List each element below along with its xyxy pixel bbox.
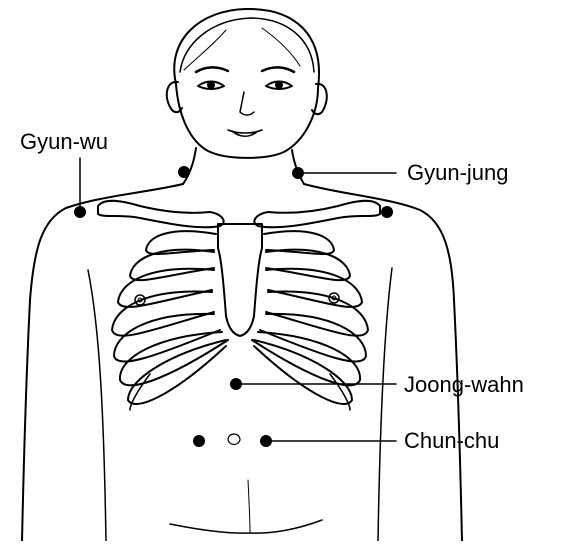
hair-outline <box>180 18 314 72</box>
label-joong-wahn: Joong-wahn <box>404 374 524 396</box>
nose <box>240 92 254 115</box>
torso-outline <box>22 184 183 541</box>
left-eyebrow <box>196 67 228 72</box>
point-right-shoulder <box>381 206 393 218</box>
right-ribcage <box>252 231 368 410</box>
label-gyun-jung: Gyun-jung <box>407 162 509 184</box>
navel <box>228 434 240 445</box>
point-gyun-jung-left <box>178 166 190 178</box>
point-gyun-jung <box>292 167 304 179</box>
label-gyun-wu: Gyun-wu <box>20 131 108 153</box>
neck <box>183 148 304 184</box>
right-clavicle <box>254 201 380 228</box>
mouth <box>228 130 262 136</box>
point-chun-chu-left <box>193 435 205 447</box>
right-eyebrow <box>262 67 294 72</box>
label-chun-chu: Chun-chu <box>404 430 499 452</box>
left-clavicle <box>98 201 224 228</box>
point-chun-chu <box>260 435 272 447</box>
sternum <box>218 224 262 336</box>
point-joong-wahn <box>230 378 242 390</box>
point-gyun-wu <box>74 206 86 218</box>
left-ribcage <box>112 231 228 410</box>
